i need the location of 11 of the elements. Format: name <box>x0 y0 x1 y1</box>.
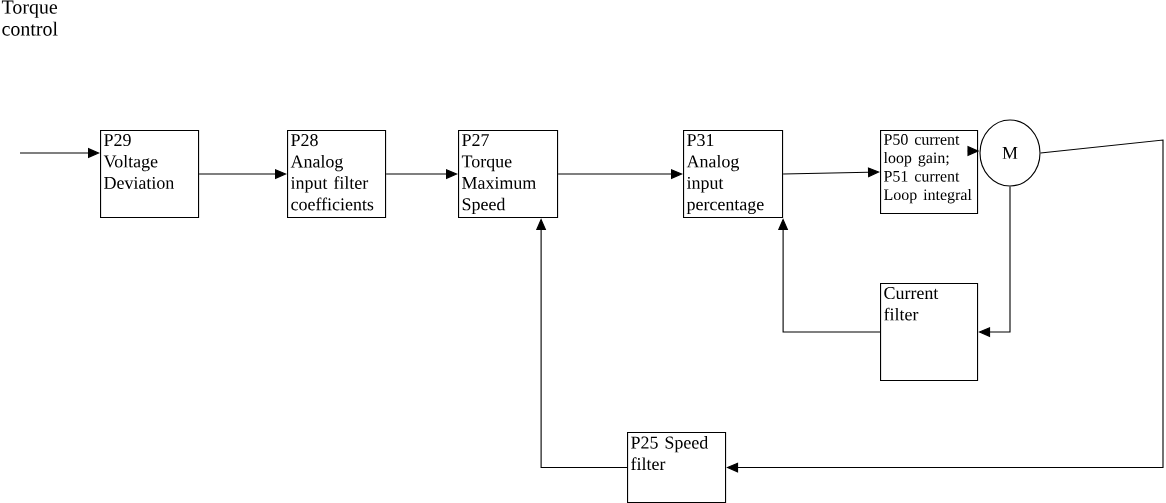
process-box: P27 Torque Maximum Speed <box>458 130 559 219</box>
arrow <box>782 167 880 178</box>
arrow <box>535 218 628 469</box>
process-box: Current filter <box>880 283 979 382</box>
process-box: P31 Analog input percentage <box>683 130 784 219</box>
process-box: P25 Speed filter <box>627 432 727 503</box>
arrow <box>777 218 881 333</box>
process-box: P50 current loop gain; P51 current Loop integral <box>880 130 979 215</box>
process-box: P28 Analog input filter coefficients <box>287 130 387 219</box>
process-box: P29 Voltage Deviation <box>100 130 200 219</box>
input-label: Torque control <box>1 0 58 36</box>
